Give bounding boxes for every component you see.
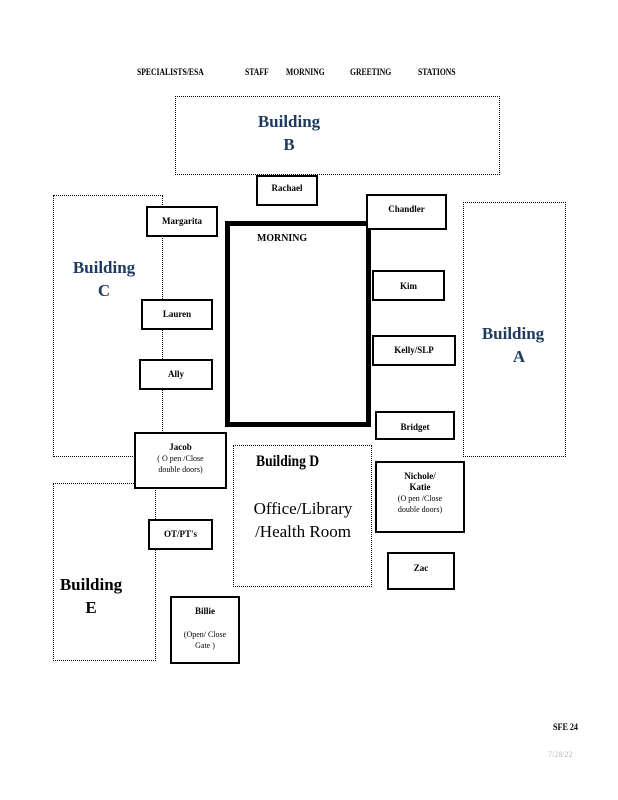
- station-nichole-name: Nichole/: [404, 471, 436, 481]
- building-e-line2: E: [85, 598, 97, 617]
- building-c-line2: C: [97, 281, 111, 300]
- station-ally: Ally: [139, 359, 213, 390]
- building-a-line1: Building: [481, 324, 545, 343]
- building-b-label: Building B: [255, 110, 323, 156]
- station-jacob-note-2: double doors): [158, 465, 203, 474]
- station-jacob-note-1: ( O pen /Close: [157, 454, 204, 463]
- station-jacob-name: Jacob: [169, 442, 192, 452]
- building-a-label: Building A: [480, 322, 546, 368]
- building-e-line1: Building: [59, 575, 123, 594]
- station-rachael: Rachael: [256, 175, 318, 206]
- building-b-box: [175, 96, 500, 175]
- footer-date: 7/28/22: [548, 750, 573, 759]
- station-billie-note-1: (Open/ Close: [183, 630, 227, 639]
- station-katie-name: Katie: [409, 482, 431, 492]
- header-specialists: SPECIALISTS/ESA: [137, 67, 204, 77]
- building-d-title: Building D: [256, 453, 320, 470]
- morning-area-box: [225, 221, 371, 427]
- station-lauren-name: Lauren: [162, 309, 192, 319]
- station-kelly: Kelly/SLP: [372, 335, 456, 366]
- building-d-line2: /Health Room: [255, 522, 351, 541]
- station-billie: Billie (Open/ Close Gate ): [170, 596, 240, 664]
- station-otpt-name: OT/PT's: [163, 529, 197, 539]
- header-greeting: GREETING: [350, 67, 392, 77]
- station-billie-note-2: Gate ): [195, 641, 215, 650]
- header-morning: MORNING: [286, 67, 325, 77]
- building-e-box: [53, 483, 156, 661]
- station-zac-name: Zac: [413, 563, 429, 573]
- station-rachael-name: Rachael: [271, 183, 303, 193]
- station-kelly-name: Kelly/SLP: [394, 345, 434, 355]
- station-nichole-note-1: (O pen /Close: [397, 494, 443, 503]
- station-bridget-name: Bridget: [400, 422, 430, 432]
- building-d-line1: Office/Library: [253, 499, 353, 518]
- building-a-box: [463, 202, 566, 457]
- building-d-description: Office/Library /Health Room: [240, 497, 366, 543]
- station-jacob: Jacob ( O pen /Close double doors): [134, 432, 227, 489]
- station-nichole-note-2: double doors): [397, 505, 443, 514]
- morning-area-label: MORNING: [257, 232, 308, 244]
- footer-code: SFE 24: [553, 722, 578, 732]
- station-chandler-name: Chandler: [388, 204, 425, 214]
- station-kim: Kim: [372, 270, 445, 301]
- building-d-box: [233, 445, 372, 587]
- building-a-line2: A: [512, 347, 526, 366]
- station-margarita-name: Margarita: [162, 216, 202, 226]
- station-zac: Zac: [387, 552, 455, 590]
- station-margarita: Margarita: [146, 206, 218, 237]
- header-stations: STATIONS: [418, 67, 456, 77]
- building-c-line1: Building: [72, 258, 136, 277]
- building-b-line2: B: [283, 135, 295, 154]
- station-bridget: Bridget: [375, 411, 455, 440]
- station-lauren: Lauren: [141, 299, 213, 330]
- building-e-label: Building E: [58, 573, 124, 619]
- station-kim-name: Kim: [400, 281, 417, 291]
- station-chandler: Chandler: [366, 194, 447, 230]
- station-otpt: OT/PT's: [148, 519, 213, 550]
- station-billie-name: Billie: [195, 606, 215, 616]
- station-nichole-katie: Nichole/ Katie (O pen /Close double door…: [375, 461, 465, 533]
- station-ally-name: Ally: [167, 369, 184, 379]
- building-c-label: Building C: [72, 256, 136, 302]
- header-staff: STAFF: [245, 67, 269, 77]
- building-b-line1: Building: [257, 112, 321, 131]
